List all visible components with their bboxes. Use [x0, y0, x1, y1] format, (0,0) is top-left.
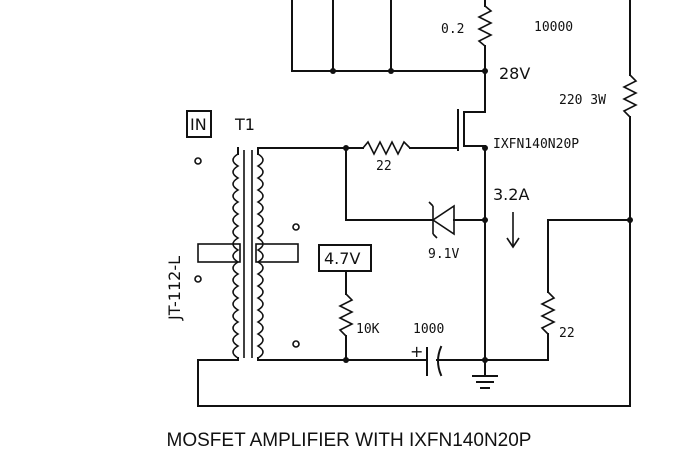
output-resistor: 22 — [484, 219, 631, 361]
bias-resistor-label: 10K — [356, 322, 380, 337]
current-arrow: 3.2A — [493, 185, 529, 249]
coupling-capacitor-label: 1000 — [413, 322, 444, 337]
mosfet: IXFN140N20P — [457, 109, 579, 361]
gate-resistor: 22 — [257, 140, 459, 174]
coupling-capacitor-plus: + — [410, 342, 423, 361]
top-capacitor-label: 10000 — [534, 20, 573, 35]
load-resistor-label: 220 3W — [559, 93, 606, 108]
zener-label: 9.1V — [428, 247, 459, 262]
sense-resistor-label: 0.2 — [441, 22, 464, 37]
current-label: 3.2A — [493, 185, 529, 204]
top-supply-wires — [291, 0, 486, 74]
input-box: IN — [186, 110, 212, 138]
ground-symbol — [472, 359, 498, 389]
return-wire — [197, 359, 631, 407]
load-resistor: 220 3W — [559, 0, 638, 407]
bias-label: 4.7V — [324, 249, 360, 268]
gate-resistor-label: 22 — [376, 159, 392, 174]
mosfet-label: IXFN140N20P — [493, 137, 579, 152]
transformer: T1 JT-112-L — [165, 115, 300, 361]
input-label: IN — [190, 115, 207, 134]
bias-source: 4.7V 10K — [318, 244, 380, 363]
coupling-capacitor: 1000 + — [257, 322, 488, 377]
sense-resistor: 0.2 — [441, 0, 493, 113]
transformer-model-label: JT-112-L — [165, 256, 184, 321]
supply-voltage-label: 28V — [499, 64, 530, 83]
diagram-title: MOSFET AMPLIFIER WITH IXFN140N20P — [167, 430, 532, 451]
zener-diode: 9.1V — [345, 147, 488, 262]
output-resistor-label: 22 — [559, 326, 575, 341]
transformer-label: T1 — [234, 115, 255, 134]
